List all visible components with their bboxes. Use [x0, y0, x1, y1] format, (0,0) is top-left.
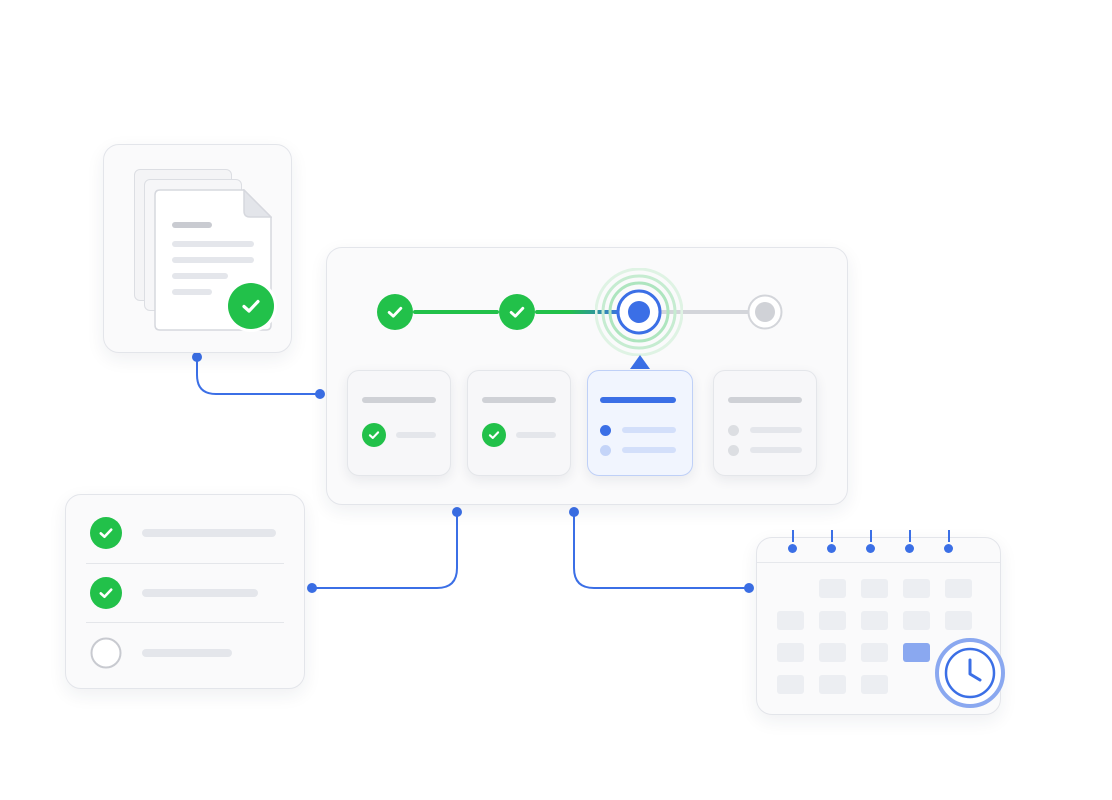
stepper-track-done-2: [535, 310, 621, 314]
divider: [86, 563, 284, 564]
step-1-complete[interactable]: [377, 294, 413, 330]
selected-date[interactable]: [903, 643, 930, 662]
check-icon: [362, 423, 386, 447]
stepper-track-done-1: [413, 310, 499, 314]
pending-dot-icon: [747, 294, 783, 330]
step-2-complete[interactable]: [499, 294, 535, 330]
check-icon: [509, 306, 525, 318]
documents-card: [103, 144, 292, 353]
check-icon: [90, 517, 122, 549]
step-4-card[interactable]: [713, 370, 817, 476]
list-item[interactable]: [66, 623, 304, 683]
check-icon: [482, 423, 506, 447]
step-3-card[interactable]: [587, 370, 693, 476]
list-item[interactable]: [66, 495, 304, 561]
divider: [86, 622, 284, 623]
connector-workflow-to-checklist: [312, 512, 458, 589]
pending-bullet: [600, 445, 611, 456]
check-icon: [228, 283, 274, 329]
connector-workflow-to-calendar: [573, 512, 749, 589]
active-dot-icon: [594, 267, 684, 357]
step-2-card[interactable]: [467, 370, 571, 476]
stepper-track-pending: [657, 310, 749, 314]
list-item[interactable]: [66, 565, 304, 621]
connector-documents-to-workflow: [196, 357, 320, 395]
step-3-active[interactable]: [594, 267, 684, 357]
calendar-card: [756, 530, 1005, 715]
workflow-card: [326, 247, 848, 505]
check-icon: [90, 577, 122, 609]
clock-icon: [935, 638, 1005, 708]
check-icon: [387, 306, 403, 318]
active-bullet: [600, 425, 611, 436]
step-4-pending[interactable]: [747, 294, 783, 330]
step-1-card[interactable]: [347, 370, 451, 476]
active-step-pointer: [630, 355, 650, 369]
checklist-card: [65, 494, 305, 689]
empty-circle-icon: [90, 637, 122, 669]
